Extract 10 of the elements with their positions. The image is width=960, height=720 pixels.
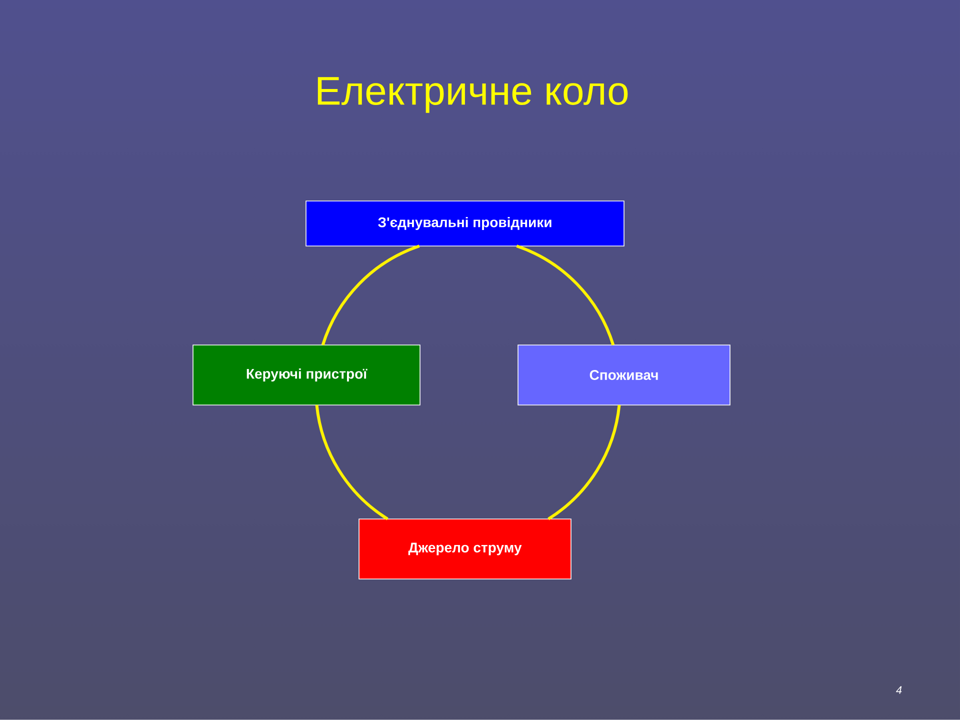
page-number: 4 (896, 686, 902, 694)
connecting-wire (321, 244, 420, 346)
process-box: Керуючі пристрої (192, 344, 420, 406)
connecting-wire (516, 244, 615, 346)
connecting-wire (315, 404, 388, 520)
connecting-wire (548, 404, 621, 520)
process-box: З'єднувальні провідники (306, 200, 624, 246)
title: Електричне коло (318, 77, 628, 113)
process-box: Джерело струму (358, 518, 572, 580)
process-box: Споживач (518, 344, 730, 406)
